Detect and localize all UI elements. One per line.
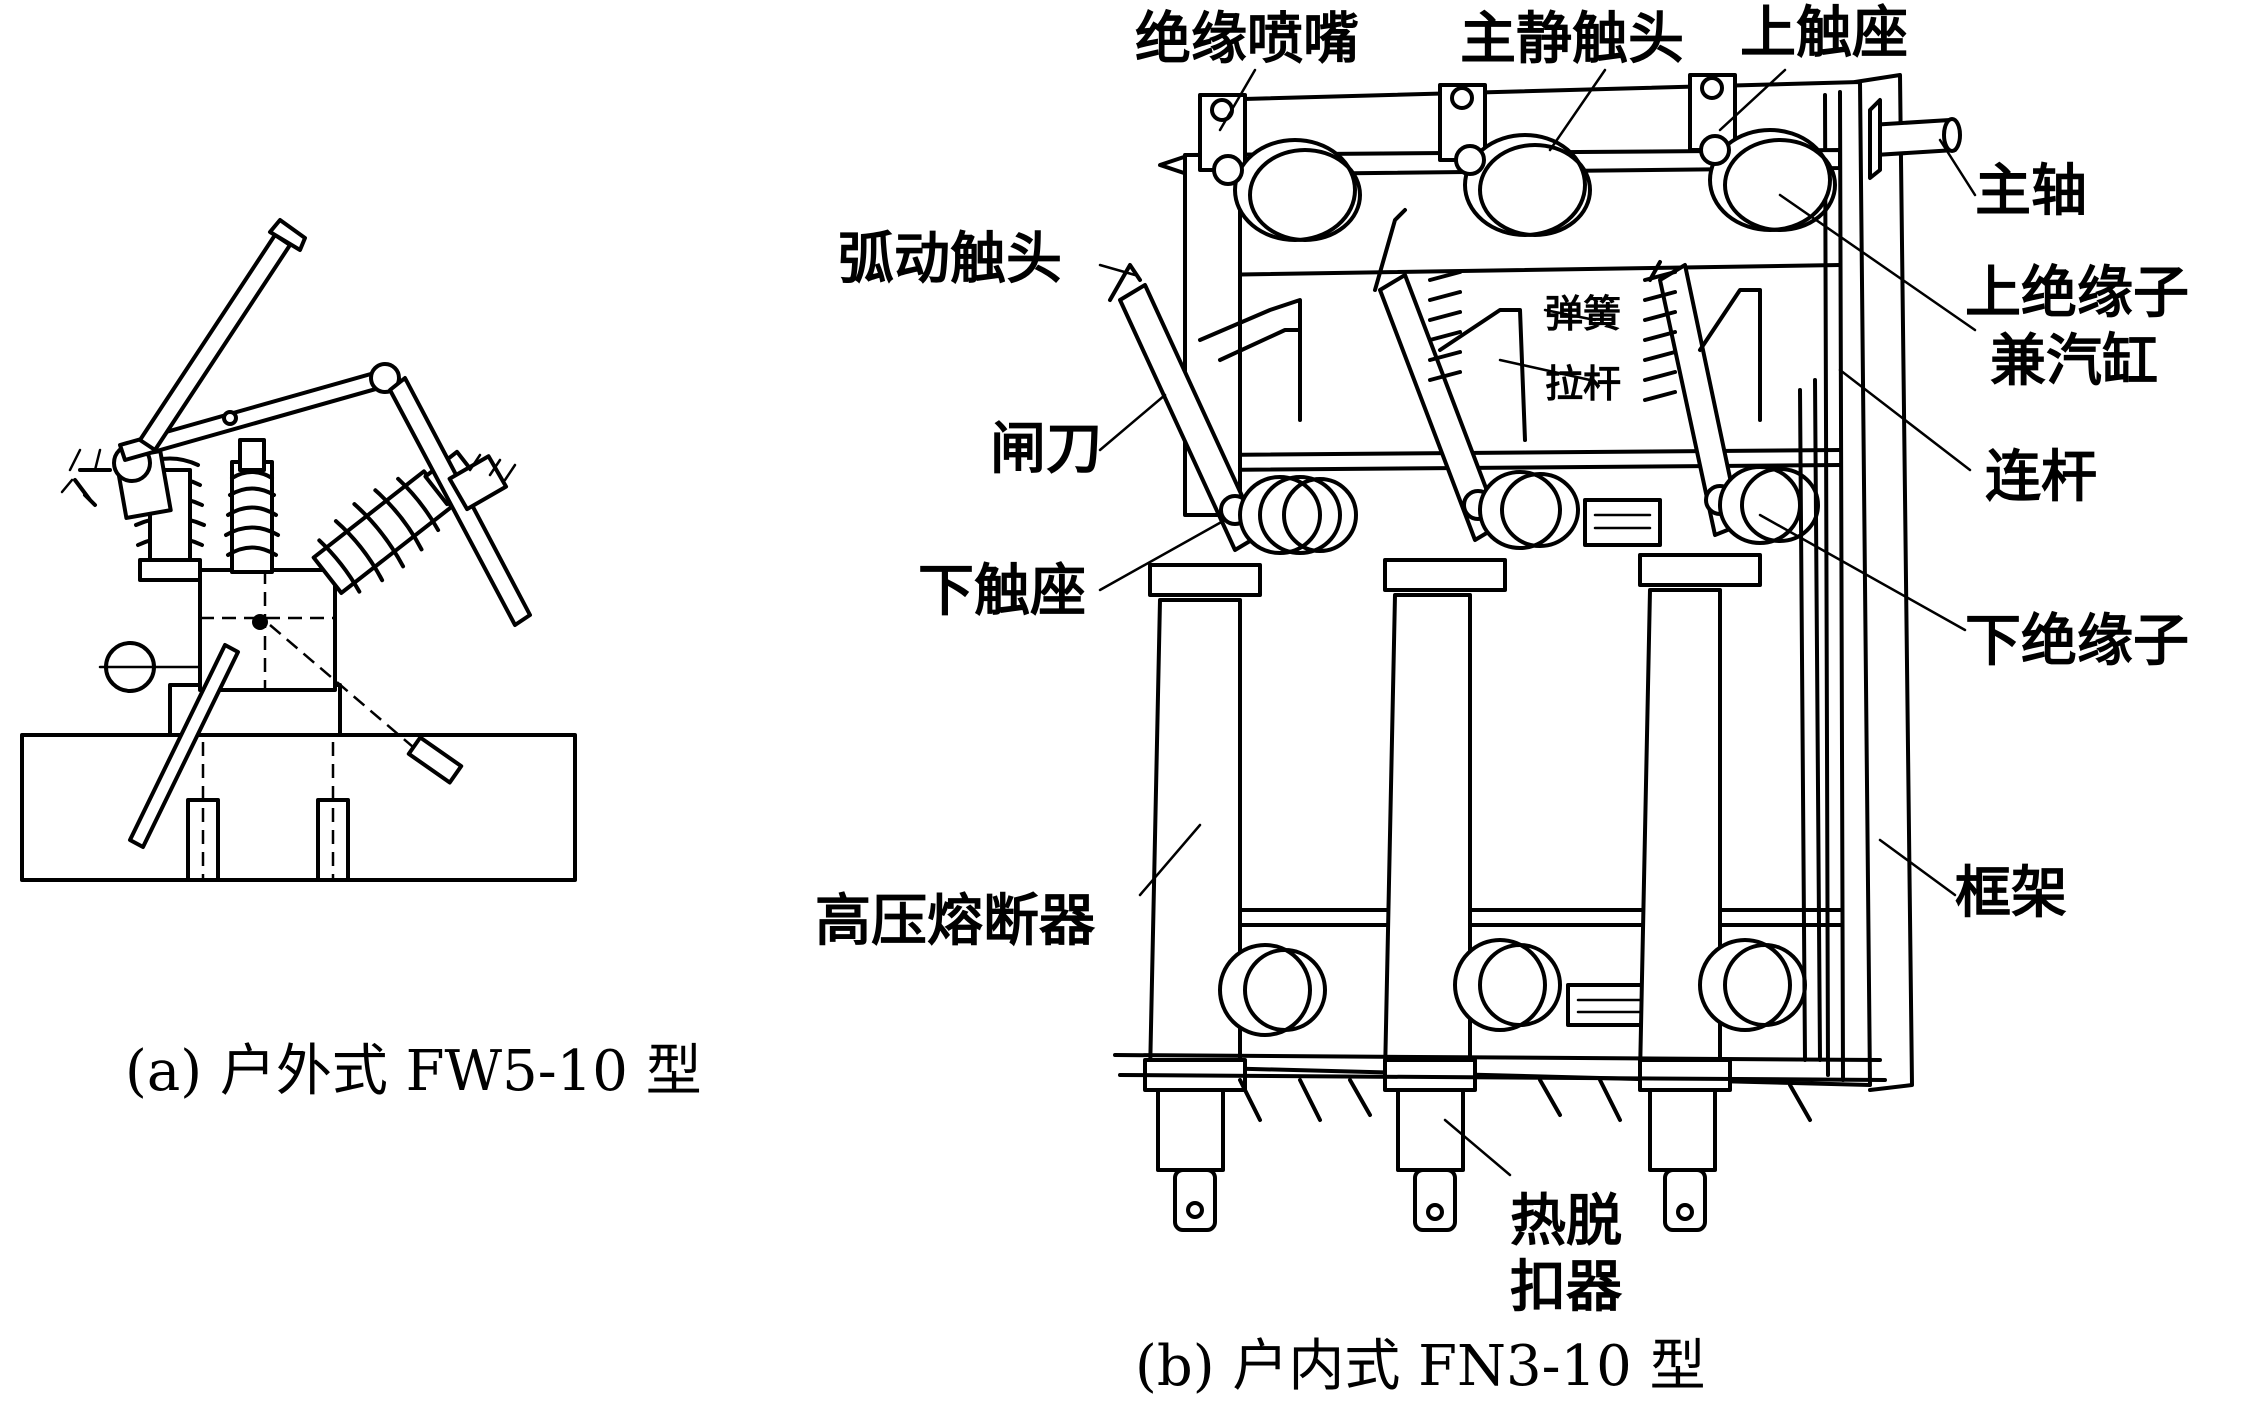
label-lower-contact-seat: 下触座 <box>918 559 1086 624</box>
middle-insulator <box>224 438 280 574</box>
phase-3 <box>1638 73 1837 1232</box>
label-pull-rod: 拉杆 <box>1545 362 1622 406</box>
phase-1 <box>1108 93 1362 1232</box>
phase-2 <box>1373 83 1662 1232</box>
operating-rod <box>128 643 240 849</box>
label-knife-switch: 闸刀 <box>990 417 1102 482</box>
label-thermal-release-line1: 热脱 <box>1510 1189 1622 1254</box>
label-main-static-contact: 主静触头 <box>1460 7 1684 72</box>
label-frame: 框架 <box>1955 861 2067 926</box>
right-insulator <box>311 449 481 595</box>
pivot <box>252 614 268 630</box>
label-main-shaft: 主轴 <box>1975 159 2087 224</box>
label-upper-contact-seat: 上触座 <box>1740 1 1908 66</box>
label-thermal-release-line2: 扣器 <box>1510 1255 1622 1320</box>
spring-2 <box>1643 270 1677 402</box>
label-upper-insulator-line1: 上绝缘子 <box>1965 261 2189 326</box>
label-arc-moving-contact: 弧动触头 <box>838 227 1062 292</box>
label-connecting-rod: 连杆 <box>1985 445 2097 510</box>
leader-lines <box>1098 68 1977 1177</box>
label-hv-fuse: 高压熔断器 <box>815 889 1095 954</box>
label-spring: 弹簧 <box>1545 292 1622 336</box>
right-blade <box>388 376 532 627</box>
main-shaft <box>1868 98 1962 180</box>
caption-figure-a: (a) 户外式 FW5-10 型 <box>125 1039 702 1104</box>
label-upper-insulator-line2: 兼汽缸 <box>1990 329 2158 394</box>
caption-figure-b: (b) 户内式 FN3-10 型 <box>1135 1334 1706 1399</box>
spring-1 <box>1428 270 1462 382</box>
label-lower-insulator: 下绝缘子 <box>1965 609 2189 674</box>
label-insulating-nozzle: 绝缘喷嘴 <box>1135 7 1359 72</box>
